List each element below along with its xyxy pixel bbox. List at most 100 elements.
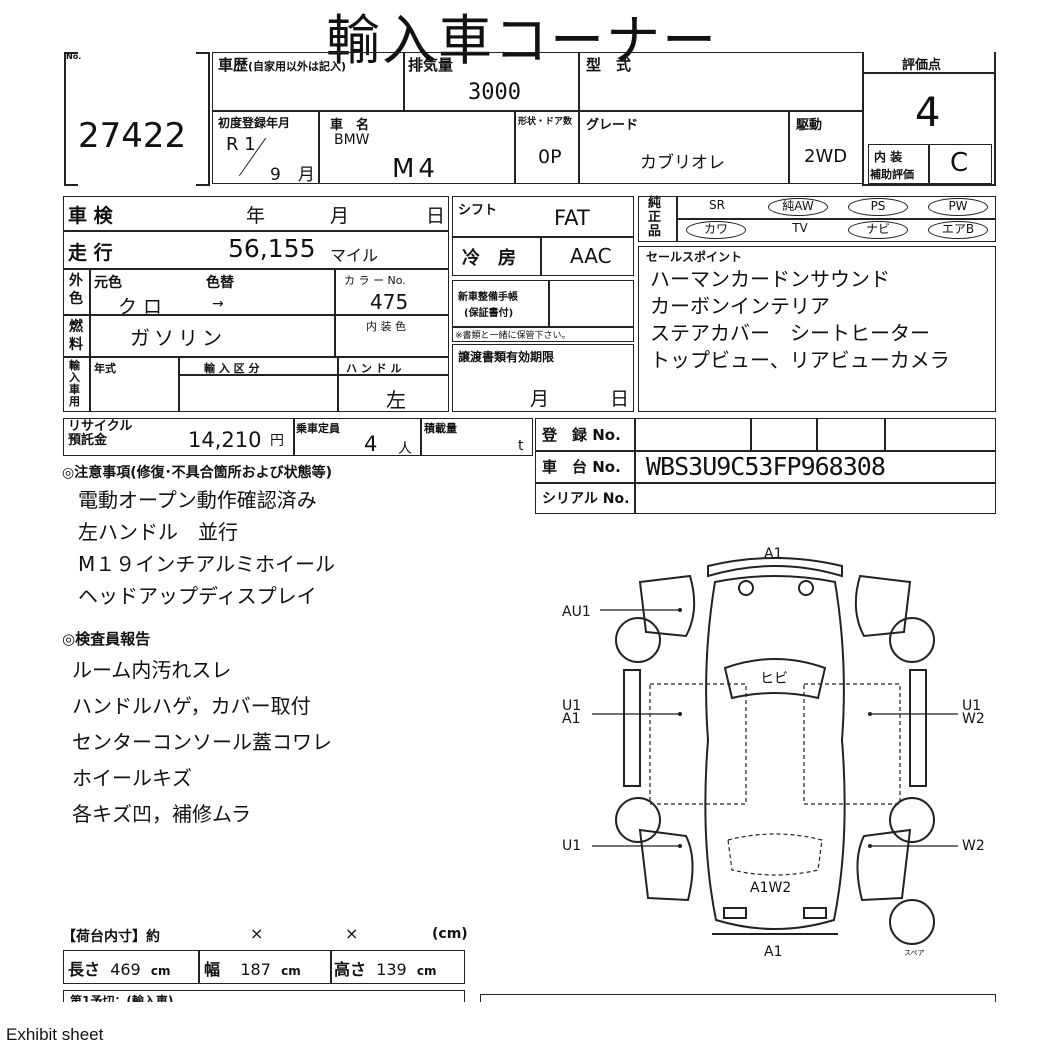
transfer-box — [452, 344, 634, 412]
shift-label: シフト — [458, 203, 498, 218]
score-block — [862, 52, 996, 186]
aircon-label: 冷 房 — [462, 248, 516, 269]
equipment-label: 純正品 — [648, 196, 662, 239]
car-model: M4 — [392, 154, 439, 184]
inspector-line: 各キズ凹，補修ムラ — [72, 802, 251, 826]
note-line: ヘッドアップディスプレイ — [78, 584, 317, 608]
model-type-label: 型 式 — [586, 56, 632, 74]
cargo-heading: 【荷台内寸】約 — [62, 929, 160, 945]
import-category-label: 輸 入 区 分 — [204, 362, 260, 375]
inspector-line: センターコンソール蓋コワレ — [72, 730, 332, 754]
doors-value: 0P — [538, 146, 562, 168]
shift-value: FAT — [554, 206, 590, 230]
lot-bracket — [64, 52, 78, 186]
note-line: M１９インチアルミホイール — [78, 552, 336, 576]
capacity-unit: 人 — [398, 441, 412, 457]
changed-color-label: 色替 — [206, 275, 234, 291]
warranty-box — [452, 280, 634, 342]
equip-ps: PS — [848, 198, 908, 216]
damage-left-front: AU1 — [562, 604, 591, 620]
inspector-line: ホイールキズ — [72, 766, 192, 790]
mileage-value: 56,155 — [228, 234, 316, 263]
cargo-length: 長さ 469 cm — [68, 960, 171, 979]
lot-label: No. — [66, 52, 82, 61]
inspector-line: ルーム内汚れスレ — [72, 658, 232, 682]
import-label: 輸入車用 — [69, 359, 80, 408]
damage-bottom: A1 — [764, 944, 783, 960]
transfer-label: 譲渡書類有効期限 — [458, 350, 555, 364]
note-line: 左ハンドル 並行 — [78, 520, 238, 544]
changed-color: → — [212, 296, 224, 312]
color-code-label: カ ラ ー No. — [344, 274, 406, 287]
first-reg-label: 初度登録年月 — [218, 116, 291, 130]
reg-month: 9 月 — [270, 165, 315, 185]
interior-sub: 補助評価 — [870, 168, 914, 181]
inspection-year: 年 — [246, 205, 266, 227]
cargo-row — [63, 950, 465, 984]
inspection-row — [63, 196, 449, 232]
drive-value: 2WD — [804, 146, 848, 167]
car-maker: BMW — [334, 132, 370, 148]
handle-label: ハ ン ド ル — [346, 362, 402, 375]
interior-label: 内 装 — [874, 150, 903, 164]
grade-value: カブリオレ — [640, 153, 725, 173]
damage-rear: A1W2 — [750, 880, 792, 896]
grade-label: グレード — [586, 118, 639, 133]
history-label: 車歴(自家用以外は記入) — [218, 56, 347, 74]
cargo-width: 幅 187 cm — [204, 960, 301, 979]
image-caption: Exhibit sheet — [6, 1025, 104, 1044]
fuel-value: ガソリン — [130, 326, 226, 350]
import-year-label: 年式 — [94, 362, 116, 375]
equip-navi: ナビ — [848, 221, 908, 239]
sales-box — [638, 246, 996, 412]
inspection-month: 月 — [330, 205, 350, 227]
mileage-row — [63, 230, 449, 270]
equip-sr: SR — [709, 198, 725, 212]
cargo-owner-label: 第1予切：(輸入車) — [70, 994, 174, 1002]
registration-table — [535, 418, 996, 514]
load-unit: t — [518, 438, 524, 454]
capacity-label: 乗車定員 — [296, 422, 340, 435]
warranty-sub: (保証書付) — [464, 308, 514, 319]
equip-airbag: エアB — [928, 221, 988, 239]
displacement-label: 排気量 — [408, 56, 454, 74]
car-name-label: 車 名 — [330, 118, 370, 133]
era-year: R 1 — [226, 134, 256, 155]
displacement-value: 3000 — [468, 80, 521, 105]
equip-alloy: 純AW — [768, 198, 828, 216]
lot-number: 27422 — [78, 116, 187, 156]
equip-leather: カワ — [686, 221, 746, 239]
serial-label: シリアル No. — [542, 491, 630, 507]
sales-line: トップビュー、リアビューカメラ — [650, 348, 950, 372]
fuel-label: 燃料 — [69, 319, 83, 353]
cargo-x1: × — [250, 924, 264, 943]
load-label: 積載量 — [424, 422, 457, 435]
warranty-note: ※書類と一緒に保管下さい。 — [455, 331, 571, 341]
damage-left-rear: U1 — [562, 838, 582, 854]
score-label: 評価点 — [902, 58, 942, 73]
interior-grade: C — [950, 148, 969, 178]
car-damage-diagram — [592, 557, 958, 945]
color-code: 475 — [370, 290, 409, 314]
interior-score-box — [868, 144, 992, 184]
handle-value: 左 — [386, 388, 406, 412]
mileage-label: 走 行 — [68, 242, 113, 264]
note-line: 電動オープン動作確認済み — [78, 488, 317, 512]
chassis-number: WBS3U9C53FP968308 — [646, 452, 886, 481]
inspection-label: 車 検 — [68, 205, 113, 227]
equip-tv: TV — [792, 221, 808, 235]
damage-top: A1 — [764, 546, 783, 562]
capacity-value: 4 — [364, 432, 378, 456]
fuel-row — [63, 314, 449, 358]
inspector-line: ハンドルハゲ，カバー取付 — [72, 694, 311, 718]
sales-label: セールスポイント — [646, 250, 743, 264]
mileage-unit: マイル — [330, 246, 379, 265]
equip-pw: PW — [928, 198, 988, 216]
score-value: 4 — [915, 90, 941, 136]
original-color-label: 元色 — [94, 275, 122, 291]
recycle-row — [63, 418, 533, 456]
transfer-day: 日 — [610, 388, 630, 410]
bottom-right-box — [480, 994, 996, 1002]
